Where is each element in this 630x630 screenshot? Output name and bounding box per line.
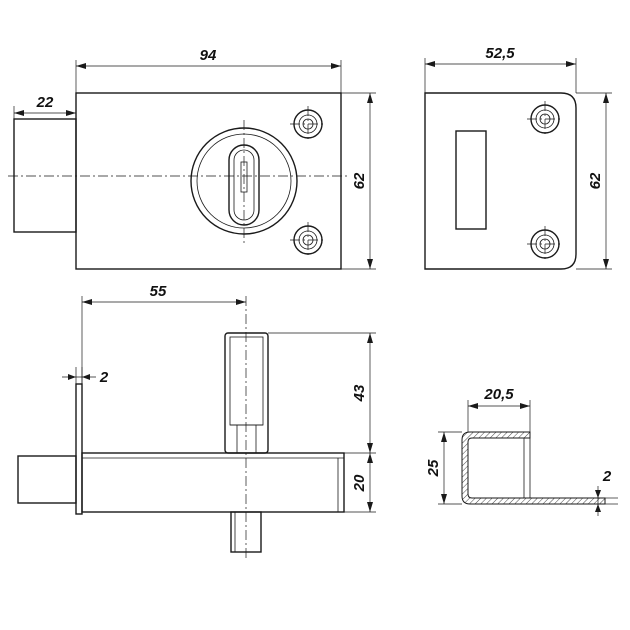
dim-width-label: 94 bbox=[200, 47, 217, 64]
front-view: 94 22 62 bbox=[8, 47, 376, 270]
side-body bbox=[81, 452, 345, 513]
dim-body-label: 20 bbox=[351, 474, 368, 492]
dim-strike-width-label: 52,5 bbox=[485, 45, 515, 62]
dim-profile-width-label: 20,5 bbox=[483, 386, 514, 403]
strike-plate-view: 52,5 62 bbox=[424, 45, 612, 270]
cylinder-knurl bbox=[229, 336, 264, 426]
dim-cylinder-label: 43 bbox=[351, 384, 368, 402]
dim-profile-height-label: 25 bbox=[425, 459, 442, 477]
dim-plate-label: 2 bbox=[99, 369, 109, 386]
cylinder-body bbox=[224, 332, 269, 454]
bolt-outline bbox=[13, 118, 77, 233]
profile-section bbox=[461, 431, 606, 505]
screw-hole-bottom bbox=[290, 222, 326, 258]
strike-plate-outline bbox=[424, 92, 577, 270]
side-view: 55 2 43 20 bbox=[17, 283, 376, 560]
screw-hole-top bbox=[290, 106, 326, 142]
dim-strike-height-label: 62 bbox=[587, 172, 604, 189]
dim-height-label: 62 bbox=[351, 172, 368, 189]
strike-plate-slot bbox=[455, 130, 487, 230]
dim-bolt-label: 22 bbox=[36, 94, 54, 111]
dim-profile-thickness-label: 2 bbox=[602, 468, 612, 485]
dim-depth-label: 55 bbox=[150, 283, 167, 300]
strike-screw-hole-top bbox=[527, 101, 563, 137]
strike-screw-hole-bottom bbox=[527, 226, 563, 262]
side-bolt bbox=[17, 455, 77, 504]
profile-detail: 20,5 25 2 bbox=[425, 386, 618, 516]
lock-body-outline bbox=[75, 92, 342, 270]
mounting-plate bbox=[75, 383, 83, 515]
